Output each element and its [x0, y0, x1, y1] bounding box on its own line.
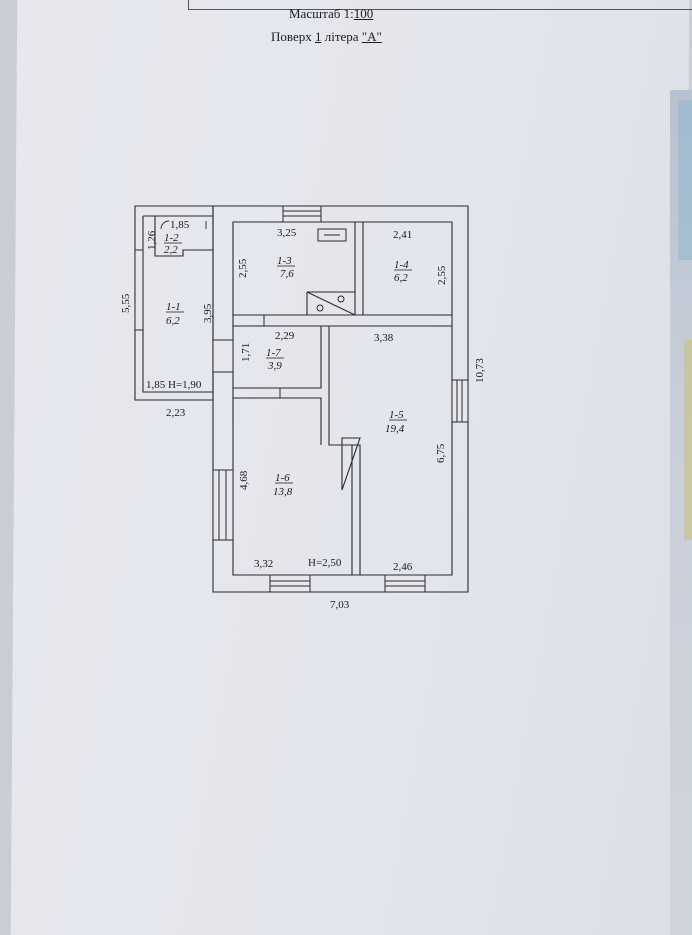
- partition-1-7-1-6: [233, 397, 322, 445]
- room-1-7-area: 3,9: [267, 360, 282, 372]
- dim-10-73: 10,73: [474, 358, 486, 383]
- scale-label: Масштаб 1:100: [289, 6, 373, 22]
- windows: [134, 205, 469, 593]
- dim-3-25: 3,25: [277, 227, 297, 239]
- room-1-5-area: 19,4: [385, 423, 405, 435]
- room-1-4-name: 1-4: [394, 259, 409, 271]
- door-left: [212, 339, 234, 373]
- stove-block: [306, 291, 356, 315]
- dim-5-55: 5,55: [120, 293, 132, 313]
- outer-wall-extension: [134, 205, 214, 401]
- dim-2-55-left: 2,55: [237, 258, 249, 278]
- scale-value: 100: [353, 6, 374, 21]
- stove-1-5: [341, 437, 361, 491]
- floor-value: 1: [314, 29, 322, 44]
- dim-6-75: 6,75: [435, 443, 447, 463]
- partition-1-7-1-5: [233, 326, 361, 575]
- room-1-3-area: 7,6: [280, 268, 294, 280]
- window-left-1-6: [212, 469, 234, 541]
- edge-tint-blue: [678, 100, 692, 260]
- wall-room-1-2: [154, 232, 213, 257]
- window-extension: [134, 249, 144, 331]
- dim-1-85-top: 1,85: [170, 219, 190, 231]
- scale-prefix: Масштаб 1:: [289, 6, 354, 21]
- inner-wall-main: [232, 221, 453, 576]
- dim-3-32: 3,32: [254, 558, 273, 570]
- litera-prefix: літера: [321, 29, 362, 44]
- room-1-6-name: 1-6: [275, 472, 290, 484]
- page-edge-shadow: [670, 90, 692, 935]
- partition-row-1: [233, 314, 452, 327]
- dim-2-29: 2,29: [275, 330, 295, 342]
- room-1-7-name: 1-7: [266, 347, 281, 359]
- floor-label: Поверх 1 літера "А": [271, 29, 382, 45]
- dim-2-55-right: 2,55: [436, 265, 448, 285]
- room-1-5-name: 1-5: [389, 409, 404, 421]
- room-1-1-name: 1-1: [166, 301, 181, 313]
- dim-2-23: 2,23: [166, 407, 186, 419]
- window-top: [282, 205, 322, 223]
- room-1-3-name: 1-3: [277, 255, 292, 267]
- dim-1-85-h: 1,85 H=1,90: [146, 379, 202, 391]
- partition-1-3-1-4: [354, 222, 364, 315]
- room-labels: 1-1 6,2 1-2 2,2 1-3 7,6 1-4 6,2 1-5 19,4…: [164, 232, 412, 498]
- window-right: [451, 379, 469, 423]
- litera-value: "А": [361, 29, 382, 44]
- outer-wall-main: [212, 205, 469, 593]
- door-swing-arc: [160, 220, 170, 230]
- room-1-4-area: 6,2: [394, 272, 408, 284]
- dim-2-46: 2,46: [393, 561, 413, 573]
- floor-prefix: Поверх: [271, 29, 315, 44]
- dim-2-41: 2,41: [393, 229, 412, 241]
- room-1-2-area: 2,2: [164, 244, 178, 256]
- room-1-2-name: 1-2: [164, 232, 179, 244]
- dim-1-26: 1,26: [146, 230, 158, 250]
- dim-h-2-50: H=2,50: [308, 557, 342, 569]
- dimension-labels: 1,85 1,26 3,25 2,41 2,55 2,55 5,55 3,95 …: [120, 219, 486, 611]
- dim-3-38: 3,38: [374, 332, 394, 344]
- dim-4-68: 4,68: [238, 470, 250, 490]
- window-bottom-2: [384, 574, 426, 593]
- walls: [134, 205, 469, 593]
- sink-fixture: [306, 228, 356, 316]
- dim-1-71: 1,71: [240, 343, 252, 362]
- title-block-frame: [188, 0, 692, 10]
- edge-tint-yellow: [684, 340, 692, 540]
- room-1-1-area: 6,2: [166, 315, 180, 327]
- dim-3-95: 3,95: [202, 303, 214, 323]
- room-1-6-area: 13,8: [273, 486, 293, 498]
- window-bottom-1: [269, 574, 311, 593]
- dim-7-03: 7,03: [330, 599, 350, 611]
